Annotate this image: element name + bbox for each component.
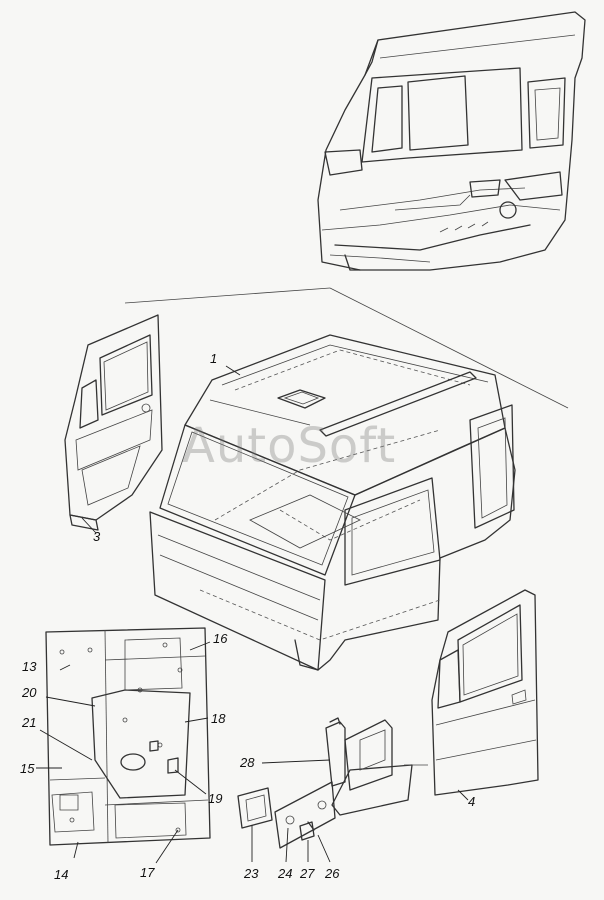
callout-16: 16 [213,631,228,646]
left-door-drawing [64,314,163,531]
callout-1: 1 [210,351,218,366]
callout-18: 18 [211,711,226,726]
callout-20: 20 [22,685,37,700]
callout-19: 19 [208,791,223,806]
callout-15: 15 [20,761,35,776]
callout-13: 13 [22,659,37,674]
cab-shell-drawing [149,334,516,671]
callout-3: 3 [93,529,101,544]
callout-23: 23 [244,866,259,881]
callout-17: 17 [140,865,155,880]
callout-27: 27 [300,866,315,881]
callout-21: 21 [22,715,37,730]
hinge-assembly-drawing [237,717,428,849]
callout-4: 4 [468,794,476,809]
callout-24: 24 [278,866,293,881]
right-door-drawing [431,589,539,796]
callout-28: 28 [240,755,255,770]
watermark: AutoSoft [182,418,397,474]
callout-14: 14 [54,867,69,882]
callout-26: 26 [325,866,340,881]
leader-lines [36,365,469,864]
floor-panel-drawing [45,627,211,846]
projection-lines [124,287,569,409]
assembled-cab-drawing [317,11,586,271]
